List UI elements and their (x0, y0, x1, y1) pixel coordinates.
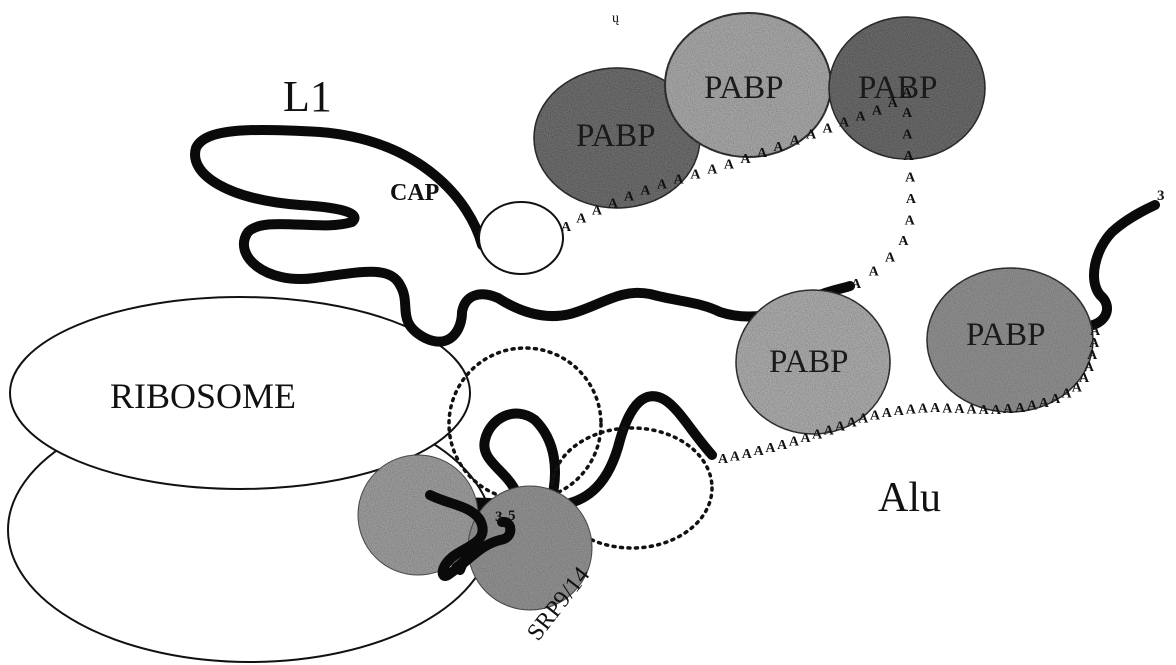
poly-a-residue: A (979, 403, 990, 418)
poly-a-residue: A (740, 152, 751, 167)
poly-a-residue: A (624, 190, 635, 205)
poly-a-residue: A (576, 211, 587, 226)
poly-a-residue: A (835, 419, 846, 434)
poly-a-residue: A (690, 167, 701, 182)
poly-a-residue: A (1027, 399, 1038, 414)
dotted-ring-upper (449, 348, 601, 500)
poly-a-residue: A (1061, 387, 1072, 402)
poly-a-residue: A (918, 402, 929, 417)
poly-a-residue: A (1050, 392, 1061, 407)
poly-a-residue: A (707, 163, 718, 178)
poly-a-residue: A (1090, 324, 1101, 339)
poly-a-residue: A (846, 415, 857, 430)
poly-a-residue: A (855, 109, 866, 124)
poly-a-residue: A (790, 134, 801, 149)
stray-mark: ų (612, 11, 619, 26)
poly-a-residue: A (902, 106, 913, 121)
poly-a-residue: A (674, 172, 685, 187)
poly-a-residue: A (730, 449, 741, 464)
five-prime-small-label: 5 (508, 508, 516, 524)
pabp-label-5: PABP (966, 317, 1046, 353)
alu-label: Alu (878, 475, 941, 521)
cap-structure (479, 202, 563, 274)
poly-a-residue: A (765, 441, 776, 456)
poly-a-residue: A (777, 438, 788, 453)
poly-a-residue: A (592, 204, 603, 219)
poly-a-residue: A (1015, 401, 1026, 416)
poly-a-residue: A (942, 401, 953, 416)
three-prime-small-label: 3 (495, 509, 503, 525)
poly-a-residue: A (991, 403, 1002, 418)
poly-a-residue: A (930, 401, 941, 416)
poly-a-residue: A (640, 183, 651, 198)
ribosome-label: RIBOSOME (110, 376, 296, 416)
poly-a-residue: A (789, 435, 800, 450)
three-prime-end-label: 3 (1157, 188, 1165, 204)
l1-label: L1 (283, 72, 332, 121)
poly-a-residue: A (905, 213, 916, 228)
poly-a-residue: A (812, 427, 823, 442)
poly-a-residue: A (823, 121, 834, 136)
poly-a-residue: A (905, 170, 916, 185)
poly-a-residue: A (906, 403, 917, 418)
poly-a-residue: A (806, 127, 817, 142)
poly-a-residue: A (1039, 396, 1050, 411)
poly-a-residue: A (757, 146, 768, 161)
poly-a-residue: A (657, 178, 668, 193)
poly-a-residue: A (773, 140, 784, 155)
poly-a-residue: A (800, 431, 811, 446)
poly-a-residue: A (724, 157, 735, 172)
poly-a-residue: A (967, 403, 978, 418)
poly-a-residue: A (608, 196, 619, 211)
poly-a-residue: A (561, 220, 572, 235)
poly-a-residue: A (824, 423, 835, 438)
pabp-label-1: PABP (576, 118, 656, 154)
poly-a-residue: A (742, 447, 753, 462)
poly-a-residue: A (839, 115, 850, 130)
poly-a-residue: A (906, 192, 917, 207)
pabp-label-4: PABP (769, 344, 849, 380)
poly-a-residue: A (754, 444, 765, 459)
poly-a-residue: A (872, 104, 883, 119)
pabp-label-2: PABP (704, 70, 784, 106)
poly-a-residue: A (904, 149, 915, 164)
poly-a-residue: A (870, 409, 881, 424)
poly-a-residue: A (894, 404, 905, 419)
poly-a-residue: A (718, 452, 729, 467)
poly-a-residue: A (885, 251, 896, 266)
poly-a-residue: A (1003, 402, 1014, 417)
poly-a-residue: A (851, 277, 862, 292)
poly-a-residue: A (902, 86, 913, 101)
alu-rna-strand (1093, 205, 1155, 325)
cap-label: CAP (390, 180, 439, 206)
poly-a-residue: A (869, 265, 880, 280)
poly-a-residue: A (888, 96, 899, 111)
poly-a-residue: A (954, 402, 965, 417)
poly-a-residue: A (882, 406, 893, 421)
poly-a-residue: A (902, 128, 913, 143)
poly-a-residue: A (858, 412, 869, 427)
poly-a-residue: A (898, 234, 909, 249)
